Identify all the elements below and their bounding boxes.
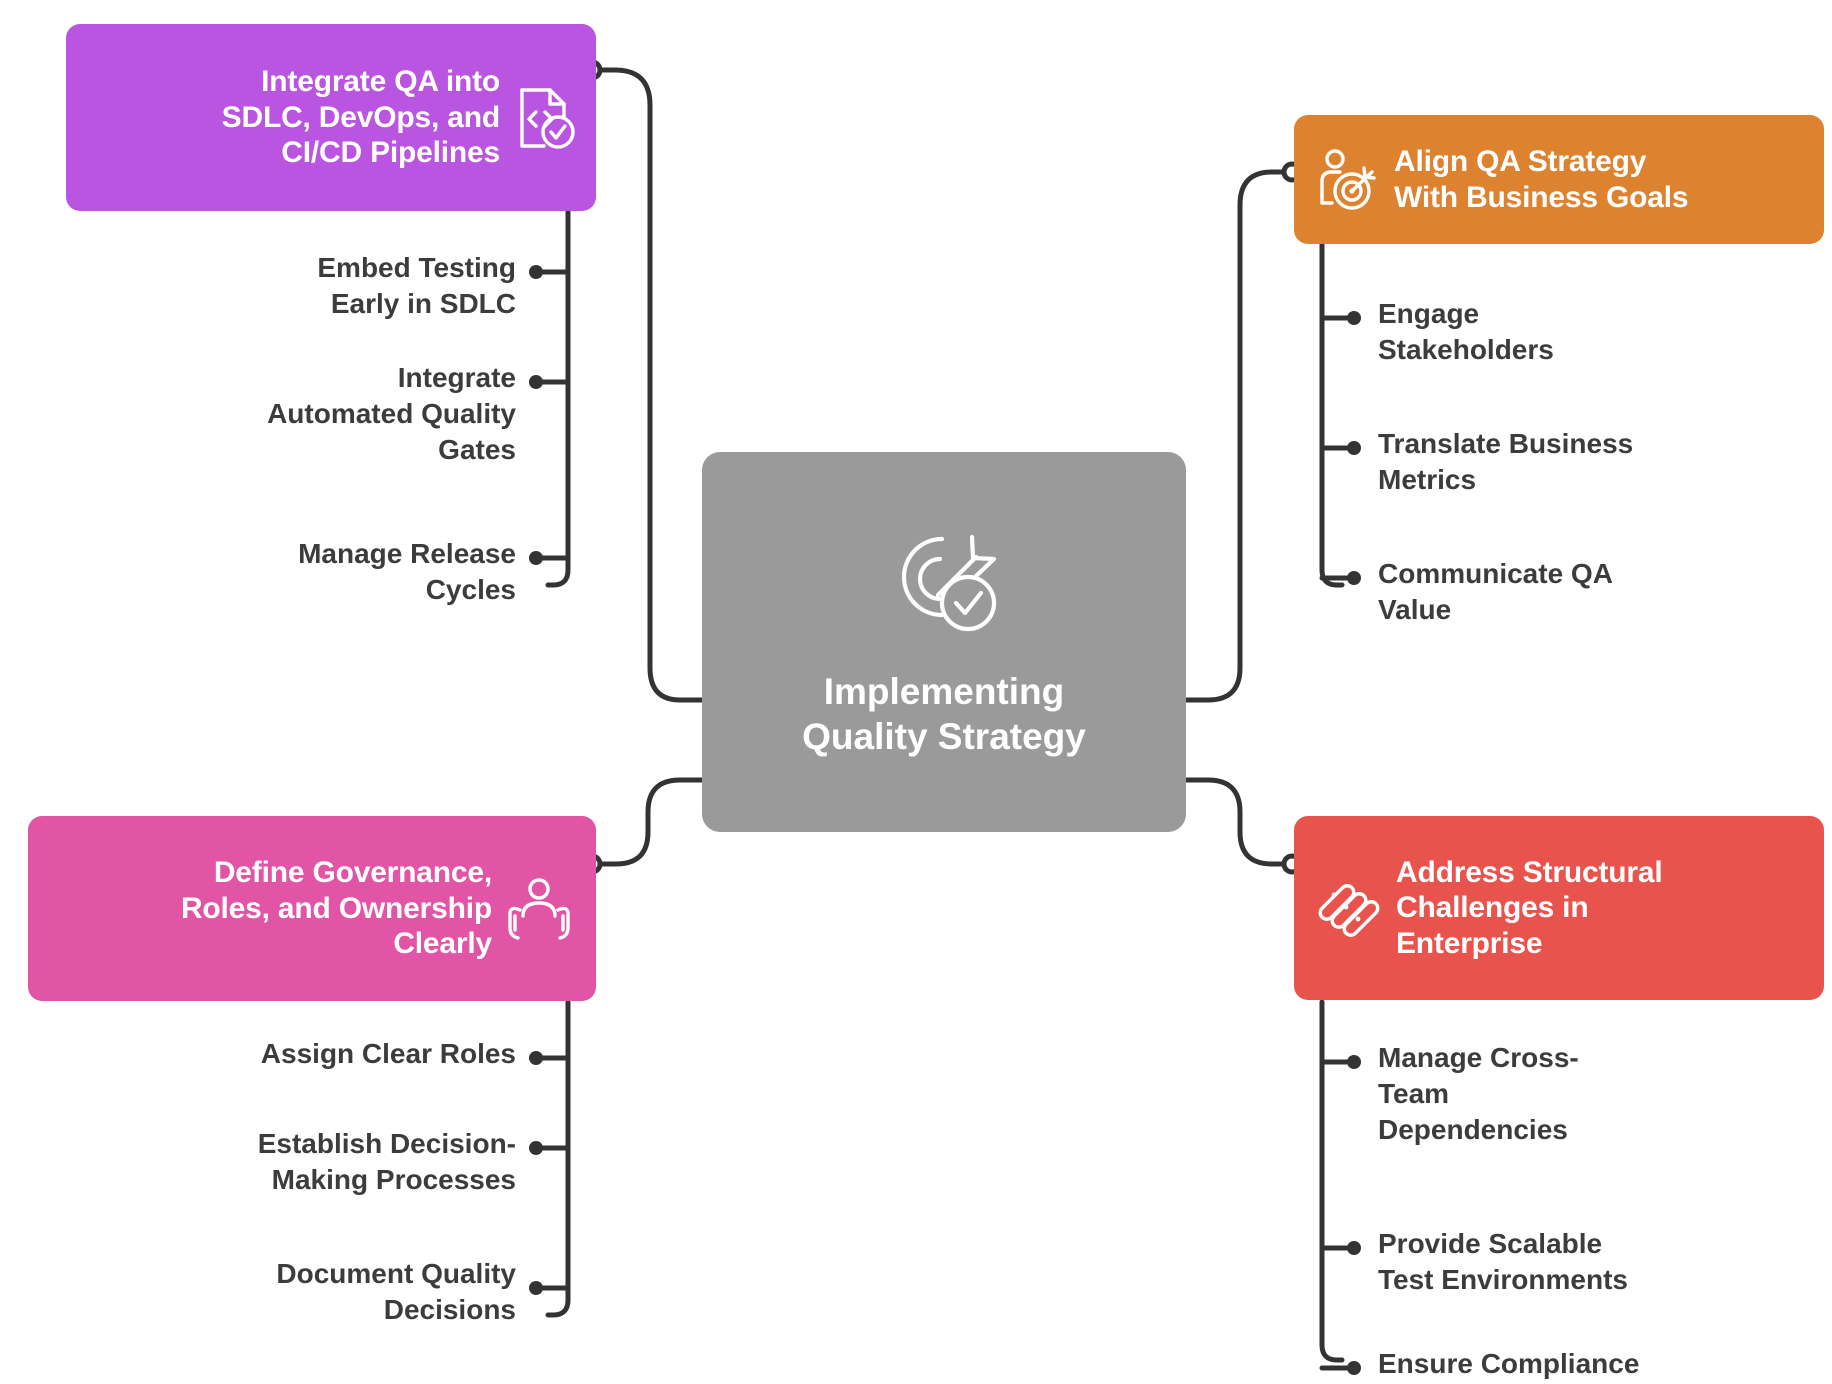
subitem-align-1-line1: Engage xyxy=(1378,298,1480,329)
subitem-gov-3-line2: Decisions xyxy=(383,1293,516,1325)
branch-card-sdlc[interactable]: Integrate QA into SDLC, DevOps, and CI/C… xyxy=(66,24,596,211)
subitem-align-2-line2: Metrics xyxy=(1378,463,1477,495)
leaf-dot-gov-2 xyxy=(529,1141,543,1155)
subitem-align-1-line2: Stakeholders xyxy=(1378,333,1554,365)
subitem-align-2-line1: Translate Business xyxy=(1378,428,1634,459)
subitem-governance-2[interactable]: Establish Decision- Making Processes xyxy=(116,1126,516,1198)
leaf-dot-sdlc-3 xyxy=(529,551,543,565)
leaf-dot-align-1 xyxy=(1347,311,1361,325)
sdlc-title-line2: SDLC, DevOps, and xyxy=(221,100,501,134)
gov-title-line2: Roles, and Ownership xyxy=(180,891,492,925)
person-target-icon xyxy=(1314,147,1380,213)
subitem-sdlc-2[interactable]: Integrate Automated Quality Gates xyxy=(116,360,516,467)
subitem-gov-2-line2: Making Processes xyxy=(271,1163,516,1195)
network-links-icon xyxy=(1314,874,1382,942)
subitem-structural-2[interactable]: Provide Scalable Test Environments xyxy=(1378,1226,1778,1298)
subitem-align-3[interactable]: Communicate QA Value xyxy=(1378,556,1778,628)
spine-governance xyxy=(545,999,571,1318)
str-title-line3: Enterprise xyxy=(1396,926,1543,960)
leaf-dot-align-3 xyxy=(1347,571,1361,585)
leaf-dot-gov-3 xyxy=(529,1281,543,1295)
align-title-line1: Align QA Strategy xyxy=(1394,145,1647,179)
branch-card-governance[interactable]: Define Governance, Roles, and Ownership … xyxy=(28,816,596,1001)
person-supporting-hands-icon xyxy=(502,876,576,942)
str-title-line1: Address Structural xyxy=(1396,855,1663,889)
center-title: Implementing Quality Strategy xyxy=(802,670,1086,759)
subitem-governance-1[interactable]: Assign Clear Roles xyxy=(116,1036,516,1072)
branch-card-align[interactable]: Align QA Strategy With Business Goals xyxy=(1294,115,1824,244)
subitem-str-1-line3: Dependencies xyxy=(1378,1113,1568,1145)
subitem-sdlc-1-line2: Early in SDLC xyxy=(330,287,516,319)
str-title-line2: Challenges in xyxy=(1396,891,1589,925)
spine-align xyxy=(1319,242,1345,588)
branch-card-sdlc-label: Integrate QA into SDLC, DevOps, and CI/C… xyxy=(221,64,501,170)
subitem-str-2-line1: Provide Scalable xyxy=(1378,1228,1603,1259)
subitem-str-3-line1: Ensure Compliance xyxy=(1378,1348,1640,1379)
subitem-sdlc-2-line3: Gates xyxy=(438,433,516,465)
leaf-dot-str-3 xyxy=(1347,1361,1361,1375)
sdlc-title-line3: CI/CD Pipelines xyxy=(281,136,500,170)
branch-card-align-label: Align QA Strategy With Business Goals xyxy=(1394,144,1689,215)
leaf-dot-sdlc-2 xyxy=(529,375,543,389)
center-title-line1: Implementing xyxy=(823,671,1065,713)
subitem-structural-1[interactable]: Manage Cross- Team Dependencies xyxy=(1378,1040,1778,1147)
subitem-gov-2-line1: Establish Decision- xyxy=(257,1128,516,1159)
branch-card-structural[interactable]: Address Structural Challenges in Enterpr… xyxy=(1294,816,1824,1000)
subitem-sdlc-1[interactable]: Embed Testing Early in SDLC xyxy=(116,250,516,322)
subitem-sdlc-1-line1: Embed Testing xyxy=(317,252,516,283)
leaf-dot-align-2 xyxy=(1347,441,1361,455)
subitem-governance-3[interactable]: Document Quality Decisions xyxy=(116,1256,516,1328)
subitem-gov-3-line1: Document Quality xyxy=(276,1258,516,1289)
sdlc-title-line1: Integrate QA into xyxy=(261,65,500,99)
subitem-align-1[interactable]: Engage Stakeholders xyxy=(1378,296,1778,368)
edge-center-to-align xyxy=(1183,169,1291,703)
subitem-align-2[interactable]: Translate Business Metrics xyxy=(1378,426,1778,498)
subitem-structural-3[interactable]: Ensure Compliance xyxy=(1378,1346,1798,1382)
subitem-sdlc-2-line2: Automated Quality xyxy=(267,397,516,429)
leaf-dot-sdlc-1 xyxy=(529,265,543,279)
branch-card-governance-label: Define Governance, Roles, and Ownership … xyxy=(181,855,492,961)
gov-title-line3: Clearly xyxy=(393,927,492,961)
subitem-str-1-line1: Manage Cross- xyxy=(1378,1042,1579,1073)
spine-structural xyxy=(1319,999,1345,1363)
subitem-align-3-line2: Value xyxy=(1378,593,1452,625)
gov-title-line1: Define Governance, xyxy=(213,856,492,890)
subitem-str-1-line2: Team xyxy=(1378,1077,1450,1109)
leaf-dot-str-1 xyxy=(1347,1055,1361,1069)
spine-sdlc xyxy=(545,209,571,588)
align-title-line2: With Business Goals xyxy=(1394,180,1689,214)
subitem-sdlc-3[interactable]: Manage Release Cycles xyxy=(116,536,516,608)
subitem-align-3-line1: Communicate QA xyxy=(1378,558,1613,589)
subitem-gov-1-line1: Assign Clear Roles xyxy=(260,1038,516,1069)
subitem-str-2-line2: Test Environments xyxy=(1378,1263,1628,1295)
target-arrow-check-icon xyxy=(880,525,1008,648)
subitem-sdlc-3-line1: Manage Release xyxy=(298,538,516,569)
leaf-dot-str-2 xyxy=(1347,1241,1361,1255)
subitem-sdlc-2-line1: Integrate xyxy=(397,362,516,393)
code-document-check-icon xyxy=(514,82,576,154)
edge-center-to-structural xyxy=(1183,777,1291,867)
center-title-line2: Quality Strategy xyxy=(802,715,1086,757)
edge-center-to-governance xyxy=(597,777,705,867)
subitem-sdlc-3-line2: Cycles xyxy=(425,573,516,605)
center-node[interactable]: Implementing Quality Strategy xyxy=(702,452,1186,832)
branch-card-structural-label: Address Structural Challenges in Enterpr… xyxy=(1396,855,1663,961)
leaf-dot-gov-1 xyxy=(529,1051,543,1065)
edge-center-to-sdlc xyxy=(597,67,705,703)
